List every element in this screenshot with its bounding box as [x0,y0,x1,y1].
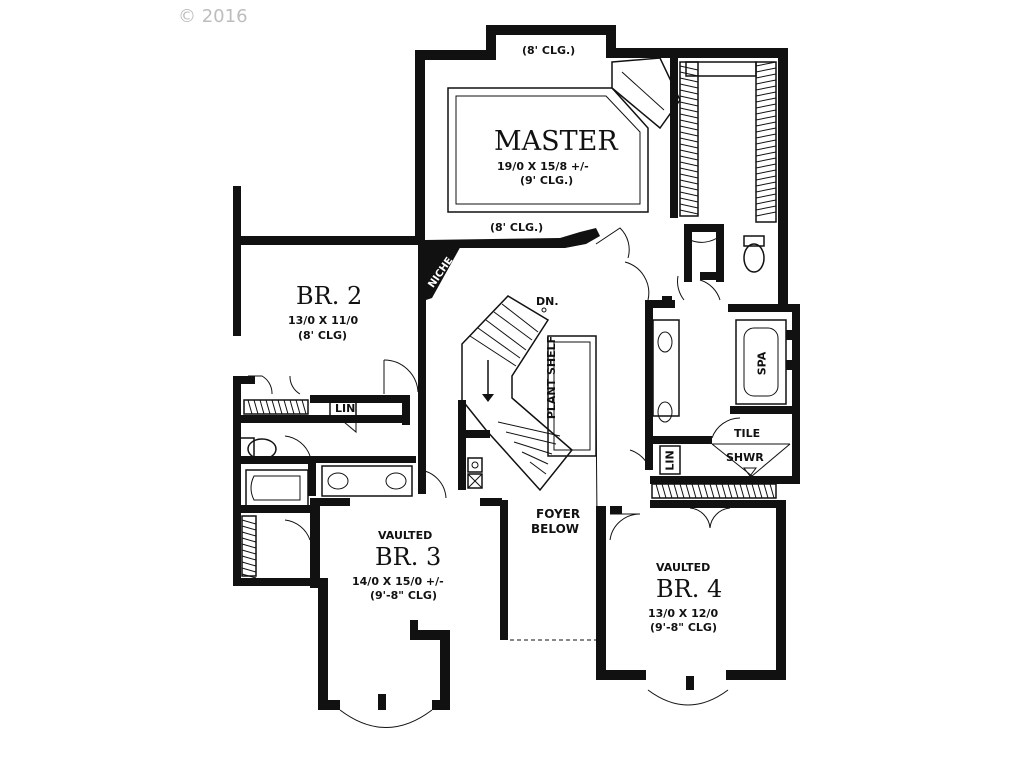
br3-room-ceiling: (9'-8" CLG) [370,589,437,602]
plant-shelf-label: PLANT SHELF [545,335,559,420]
br3-room-dims: 14/0 X 15/0 +/- [352,575,444,588]
master-room-name: MASTER [494,126,618,157]
spa-label: SPA [755,351,769,376]
br2-room-name: BR. 2 [296,282,363,310]
door-swings [248,227,741,728]
br4-vaulted: VAULTED [656,561,711,574]
br4-room-name: BR. 4 [656,575,723,603]
lin-label-right: LIN [663,450,677,471]
bath-fixtures [237,235,796,507]
br2-room-ceiling: (8' CLG) [298,329,348,342]
walls [233,25,800,710]
master-room-ceiling: (9' CLG.) [520,174,574,187]
lin-label-left: LIN [335,402,356,415]
foyer-label: FOYER [536,507,581,521]
master-ceiling-top: (8' CLG.) [522,44,576,57]
master-room-dims: 19/0 X 15/8 +/- [497,160,589,173]
tile-label: TILE [734,427,761,440]
plant-shelf-text: PLANT SHELF [545,335,559,420]
closet-shelving [241,61,777,579]
stair [461,295,599,641]
br4-room-dims: 13/0 X 12/0 [648,607,719,620]
br3-vaulted: VAULTED [378,529,433,542]
master-tray-ceiling [447,57,681,213]
below-label: BELOW [531,522,579,536]
master-ceiling-bottom: (8' CLG.) [490,221,544,234]
br3-room-name: BR. 3 [375,543,442,571]
shower-label: SHWR [726,451,764,464]
stair-down-label: DN. [536,295,559,308]
br4-room-ceiling: (9'-8" CLG) [650,621,717,634]
br2-room-dims: 13/0 X 11/0 [288,314,359,327]
copyright-text: © 2016 [178,6,248,27]
